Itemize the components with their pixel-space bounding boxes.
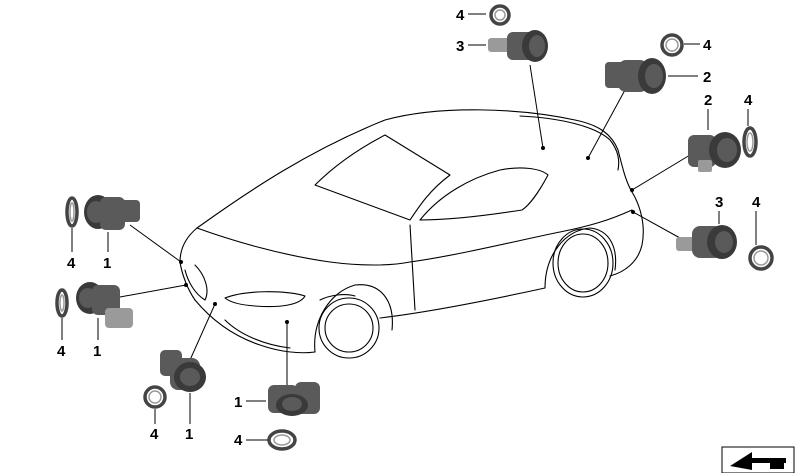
ring-right-upper: [742, 126, 758, 158]
callout-2-top-right: 2: [668, 69, 711, 86]
callout-4-left-lower: 4: [57, 318, 66, 360]
svg-text:4: 4: [150, 426, 159, 443]
callout-1-left-lower: 1: [93, 318, 101, 360]
scissors-arrow-icon: [721, 446, 795, 473]
callout-3-top-center: 3: [456, 38, 486, 55]
svg-text:1: 1: [103, 255, 111, 272]
car-rear-end: [609, 191, 644, 277]
svg-text:2: 2: [704, 92, 712, 109]
callout-4-right-lower: 4: [752, 194, 761, 245]
callout-4-front-left: 4: [150, 409, 159, 443]
callout-3-right-lower: 3: [715, 194, 723, 224]
car-beltline: [409, 209, 633, 263]
svg-text:4: 4: [234, 432, 243, 449]
car-windshield: [314, 134, 451, 221]
sensor-front-left: [160, 350, 206, 392]
ring-right-lower: [748, 245, 774, 271]
callout-1-front-left: 1: [185, 393, 193, 443]
sensor-front-center: [268, 382, 320, 416]
svg-text:4: 4: [456, 7, 465, 24]
ring-top-right: [660, 33, 684, 57]
svg-text:4: 4: [703, 37, 712, 54]
svg-text:2: 2: [703, 69, 711, 86]
car-side-intake: [319, 294, 356, 301]
svg-text:1: 1: [234, 394, 242, 411]
sensor-left-upper: [84, 195, 140, 230]
front-wheel: [318, 297, 380, 359]
car-headlight: [224, 291, 306, 308]
callout-4-front-center: 4: [234, 432, 268, 449]
sensor-right-upper: [688, 132, 741, 172]
car-side-sill: [379, 287, 546, 319]
callout-4-top-center: 4: [456, 7, 486, 24]
svg-text:1: 1: [93, 343, 101, 360]
svg-text:3: 3: [715, 194, 723, 211]
sensor-left-lower: [76, 282, 133, 328]
sensor-top-right: [605, 58, 666, 94]
callout-1-front-center: 1: [234, 394, 266, 411]
car-grille: [184, 264, 208, 301]
rear-wheel: [552, 228, 614, 298]
car-door-line: [409, 224, 416, 311]
ring-left-lower: [55, 288, 69, 318]
rear-wheel-arch: [544, 227, 617, 289]
sensor-right-lower: [676, 225, 737, 259]
front-wheel-arch: [314, 284, 393, 353]
car-side-window: [419, 167, 549, 221]
callout-4-left-upper: 4: [67, 228, 76, 272]
callout-4-top-right: 4: [684, 37, 712, 54]
svg-text:1: 1: [185, 426, 193, 443]
callout-1-left-upper: 1: [103, 232, 111, 272]
car-lower-intake: [224, 319, 291, 349]
rear-wheel-rim: [557, 233, 609, 293]
front-wheel-rim: [324, 303, 374, 353]
svg-text:3: 3: [456, 38, 464, 55]
car-hood: [179, 227, 198, 301]
car-hood-crease: [196, 227, 411, 266]
svg-text:4: 4: [67, 255, 76, 272]
ring-left-upper: [65, 196, 79, 228]
callout-2-right: 2: [704, 92, 712, 130]
ring-front-left: [143, 385, 167, 409]
svg-text:4: 4: [752, 194, 761, 211]
callout-4-right: 4: [744, 92, 753, 126]
car-roof-line: [196, 109, 633, 229]
ring-front-center: [267, 429, 297, 451]
car-rear-deck: [519, 115, 620, 171]
svg-text:4: 4: [744, 92, 753, 109]
ring-top-center: [489, 4, 511, 26]
car-front-bumper: [194, 299, 316, 354]
sensor-top-center: [488, 30, 548, 62]
leader-lines: [119, 64, 691, 385]
car-outline: [179, 109, 644, 359]
svg-text:4: 4: [57, 343, 66, 360]
